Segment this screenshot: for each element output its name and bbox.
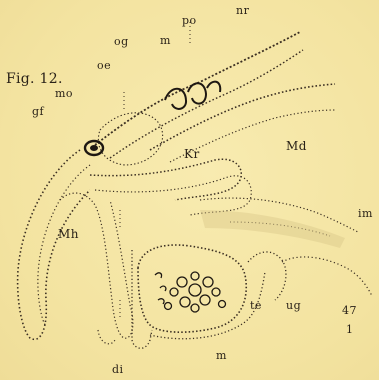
label-im: im <box>358 208 373 219</box>
kr-wall <box>90 159 241 200</box>
right-wall <box>248 252 286 300</box>
coiled-loops <box>165 82 220 109</box>
ganglion-mass <box>98 113 162 165</box>
label-mh: Mh <box>58 228 79 240</box>
kr-wall-2 <box>95 176 251 215</box>
label-og: og <box>114 36 129 47</box>
label-te: te <box>250 300 262 311</box>
label-di: di <box>112 364 124 375</box>
right-lobe <box>282 257 372 296</box>
middle-tube-outer <box>150 84 335 150</box>
label-ug: ug <box>286 300 301 311</box>
label-47: 47 <box>342 305 357 316</box>
stomach-outline <box>138 245 246 332</box>
mh-cavity <box>60 193 133 338</box>
label-kr: Kr <box>184 148 200 160</box>
figure-caption: Fig. 12. <box>6 72 63 86</box>
stomach-wall-left <box>132 250 152 348</box>
upper-tube-outer <box>95 32 300 145</box>
upper-tube-inner <box>110 50 303 158</box>
label-m-top: m <box>160 35 171 46</box>
label-m-bottom: m <box>216 350 227 361</box>
eye-spot-center <box>90 145 98 151</box>
label-oe: oe <box>97 60 111 71</box>
label-md: Md <box>286 140 307 152</box>
mh-inner-loop <box>98 330 116 344</box>
label-1: 1 <box>346 324 354 335</box>
outer-body-wall <box>18 150 90 339</box>
label-nr: nr <box>236 5 249 16</box>
shaded-band <box>200 210 345 248</box>
glandular-rosette <box>155 272 226 312</box>
label-mo: mo <box>55 88 73 99</box>
stomach-bottom <box>150 272 265 339</box>
label-po: po <box>182 15 197 26</box>
label-gf: gf <box>32 106 44 117</box>
